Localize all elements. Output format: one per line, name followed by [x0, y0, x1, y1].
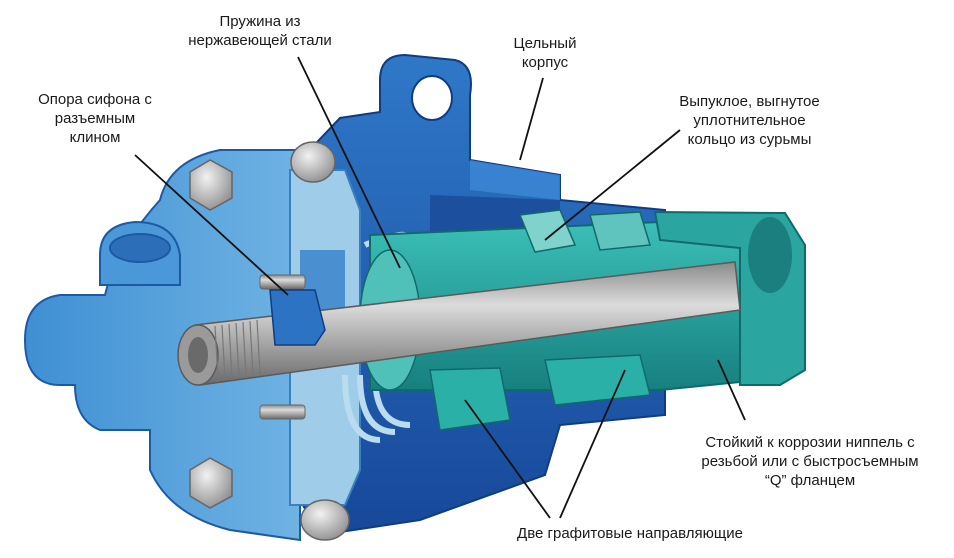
lifting-eye — [411, 75, 453, 121]
bolt-head-bottom — [300, 499, 350, 541]
leader-guide-2 — [559, 369, 626, 519]
siphon-wedge-support — [269, 289, 326, 346]
graphite-guide-1 — [429, 367, 511, 431]
bolt-shank-upper — [259, 274, 306, 290]
bolt-shank-lower — [259, 404, 306, 420]
bolt-head-top — [290, 141, 336, 183]
leader-body — [519, 77, 544, 161]
leader-guide-1 — [464, 399, 551, 519]
label-ring-line3: кольцо из сурьмы — [687, 131, 812, 148]
label-spring-line2: нержавеющей стали — [188, 32, 332, 49]
label-ring-line2: уплотнительное — [693, 112, 806, 129]
graphite-guide-2 — [544, 354, 651, 406]
label-ring-line1: Выпуклое, выгнутое — [679, 93, 820, 110]
label-siphon-line1: Опора сифона с — [38, 91, 152, 108]
leader-spring — [297, 56, 401, 269]
label-guides-line1: Две графитовые направляющие — [517, 525, 743, 542]
label-body-line1: Цельный — [513, 35, 577, 52]
bolt-head-top-left — [189, 159, 233, 211]
label-nipple-line1: Стойкий к коррозии ниппель с — [705, 434, 915, 451]
label-spring-line1: Пружина из — [219, 13, 301, 30]
bolt-head-bottom-left — [189, 457, 233, 509]
leader-nipple — [717, 359, 746, 421]
label-seal-ring: Выпуклое, выгнутое уплотнительное кольцо… — [662, 92, 837, 149]
label-spring: Пружина из нержавеющей стали — [165, 12, 355, 50]
label-siphon-support: Опора сифона с разъемным клином — [20, 90, 170, 147]
label-siphon-line3: клином — [69, 129, 121, 146]
leader-siphon — [134, 154, 289, 296]
siphon-pipe — [177, 261, 741, 386]
label-body: Цельный корпус — [495, 34, 595, 72]
antimony-seal-ring — [518, 209, 577, 253]
bolts — [189, 141, 350, 541]
label-graphite-guides: Две графитовые направляющие — [480, 524, 780, 543]
label-nipple-line2: резьбой или с быстросъемным — [701, 453, 919, 470]
label-nipple-line3: “Q” фланцем — [764, 472, 856, 489]
label-body-line2: корпус — [521, 54, 569, 71]
label-nipple: Стойкий к коррозии ниппель с резьбой или… — [675, 433, 945, 490]
leader-lines — [134, 56, 746, 519]
label-siphon-line2: разъемным — [54, 110, 136, 127]
leader-ring — [544, 129, 681, 241]
